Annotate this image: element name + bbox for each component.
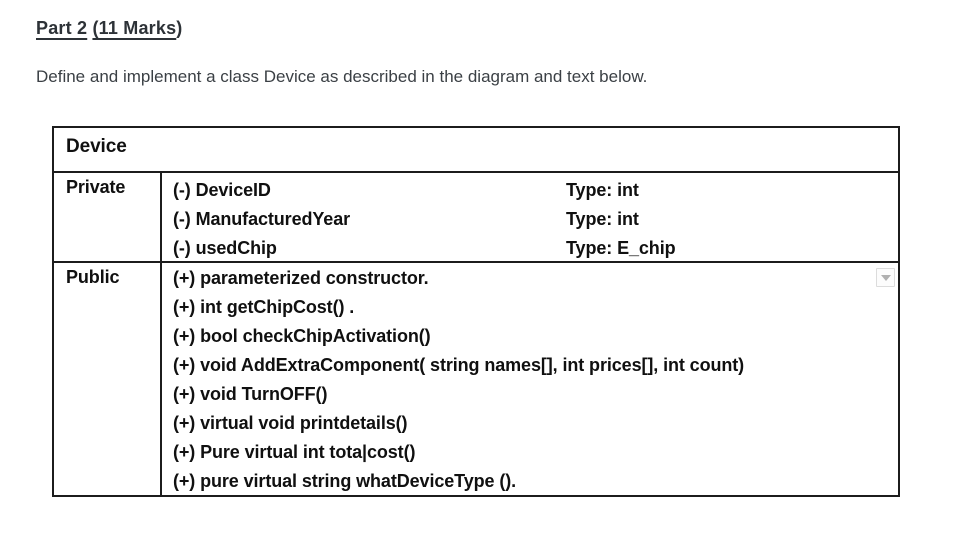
private-label-cell: Private (54, 173, 162, 261)
method-item: (+) pure virtual string whatDeviceType (… (173, 471, 517, 491)
title-part-a: Part 2 (36, 18, 88, 38)
member-line: (-) ManufacturedYear Type: int (173, 205, 898, 234)
class-name-cell: Device (54, 128, 898, 173)
member-type: Type: E_chip (566, 238, 676, 258)
method-item: (+) void TurnOFF() (173, 384, 328, 404)
method-item: (+) Pure virtual int tota|cost() (173, 442, 416, 462)
page-title: Part 2 (11 Marks) (36, 18, 183, 39)
public-label-cell: Public (54, 263, 162, 495)
private-section-row: Private (-) DeviceID Type: int (-) Manufa… (54, 173, 898, 263)
chevron-down-icon (880, 274, 891, 281)
member-type: Type: int (566, 209, 639, 229)
private-members-cell: (-) DeviceID Type: int (-) ManufacturedYe… (162, 173, 898, 261)
instruction-text: Define and implement a class Device as d… (36, 67, 648, 86)
public-section-row: Public (+) parameterized constructor. (+… (54, 263, 898, 495)
method-item: (+) parameterized constructor. (173, 268, 429, 288)
member-line: (-) DeviceID Type: int (173, 176, 898, 205)
member-name: (-) ManufacturedYear (173, 209, 351, 229)
class-name: Device (66, 136, 127, 157)
private-label: Private (66, 177, 126, 197)
title-close-paren: ) (176, 18, 183, 38)
device-class-diagram: Device Private (-) DeviceID Type: int (-)… (52, 126, 900, 497)
table-dropdown-button[interactable] (876, 268, 895, 287)
method-item: (+) void AddExtraComponent( string names… (173, 355, 745, 375)
public-methods-cell: (+) parameterized constructor. (+) int g… (162, 263, 898, 495)
public-label: Public (66, 267, 120, 287)
member-type: Type: int (566, 180, 639, 200)
member-name: (-) usedChip (173, 238, 277, 258)
method-item: (+) bool checkChipActivation() (173, 326, 431, 346)
member-name: (-) DeviceID (173, 180, 271, 200)
member-line: (-) usedChip Type: E_chip (173, 234, 898, 263)
method-item: (+) int getChipCost() . (173, 297, 355, 317)
title-part-b: (11 Marks (92, 18, 177, 38)
method-item: (+) virtual void printdetails() (173, 413, 408, 433)
